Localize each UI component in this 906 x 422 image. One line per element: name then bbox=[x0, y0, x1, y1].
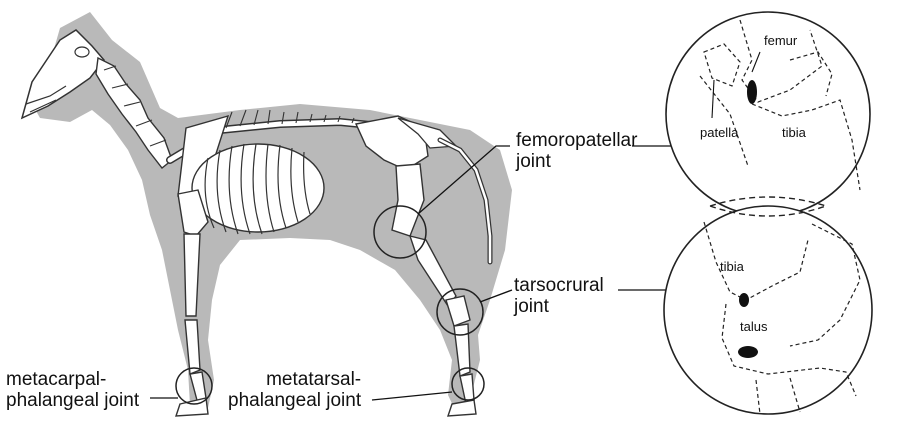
femoropatellar-label-line1: femoropatellar bbox=[516, 131, 637, 152]
metatarsal-label-line2: phalangeal joint bbox=[228, 391, 361, 412]
tarsocrural-label-line1: tarsocrural bbox=[514, 276, 604, 297]
inset-bottom-circle bbox=[664, 206, 872, 414]
metacarpal-label-line1: metacarpal- bbox=[6, 370, 139, 391]
inset-bottom-talus-label: talus bbox=[740, 320, 767, 334]
metatarsal-leader bbox=[372, 392, 452, 400]
eye-socket bbox=[75, 47, 89, 57]
femoropatellar-label-line2: joint bbox=[516, 152, 637, 173]
tarsocrural-label: tarsocrural joint bbox=[514, 276, 604, 318]
metatarsal-label-line1: metatarsal- bbox=[228, 370, 361, 391]
tarsocrural-label-line2: joint bbox=[514, 297, 604, 318]
femoropatellar-label: femoropatellar joint bbox=[516, 131, 637, 173]
inset-top-tibia-label: tibia bbox=[782, 126, 806, 140]
inset-bottom-dark-spot-1 bbox=[739, 293, 749, 307]
inset-top-femur-label: femur bbox=[764, 34, 797, 48]
metacarpal-label-line2: phalangeal joint bbox=[6, 391, 139, 412]
metacarpal-label: metacarpal- phalangeal joint bbox=[6, 370, 139, 412]
inset-top-patella-label: patella bbox=[700, 126, 738, 140]
metatarsal-label: metatarsal- phalangeal joint bbox=[228, 370, 361, 412]
inset-bottom-tibia-label: tibia bbox=[720, 260, 744, 274]
inset-bottom-dark-spot-2 bbox=[738, 346, 758, 358]
inset-top-dark-spot bbox=[747, 80, 757, 104]
